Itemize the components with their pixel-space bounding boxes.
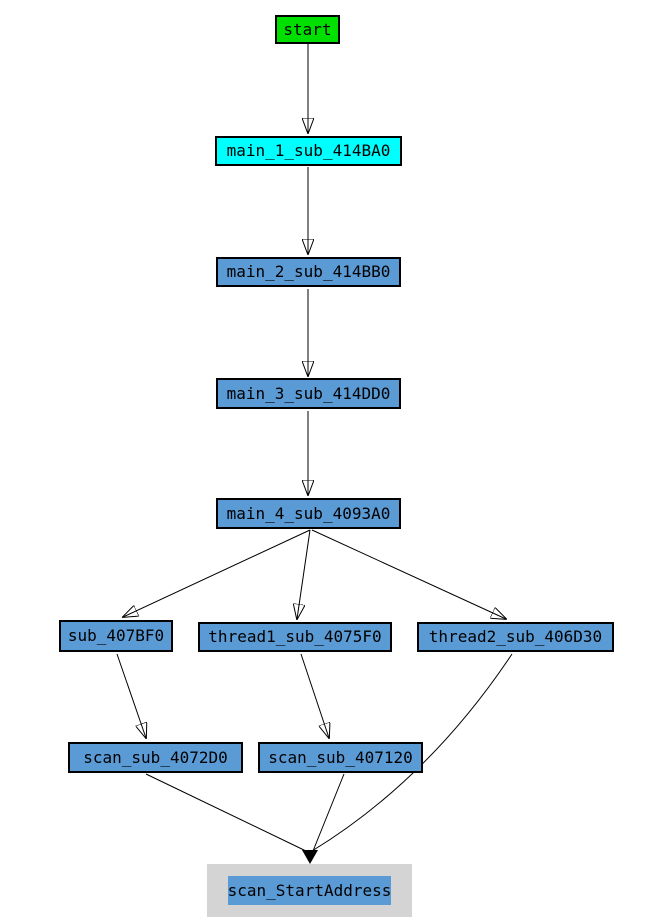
converged-arrowhead — [302, 850, 318, 864]
node-scan_StartAddress[interactable]: scan_StartAddress — [228, 876, 391, 905]
edge-sub407BF0-scan4072D0 — [116, 653, 146, 738]
edge-main4-thread2 — [311, 529, 506, 619]
node-scan_sub_4072D0[interactable]: scan_sub_4072D0 — [68, 742, 243, 773]
edge-scan4072D0-scanStartAddress — [145, 773, 307, 852]
edge-main4-sub407BF0 — [123, 529, 311, 617]
node-main_3_sub_414DD0[interactable]: main_3_sub_414DD0 — [216, 378, 401, 409]
node-start[interactable]: start — [275, 15, 340, 44]
node-thread2_sub_406D30[interactable]: thread2_sub_406D30 — [417, 622, 614, 652]
edge-thread1-scan407120 — [300, 653, 329, 738]
selection-halo-scan_StartAddress: scan_StartAddress — [207, 864, 412, 917]
node-main_2_sub_414BB0[interactable]: main_2_sub_414BB0 — [216, 257, 401, 287]
node-scan_sub_407120[interactable]: scan_sub_407120 — [258, 742, 423, 773]
node-sub_407BF0[interactable]: sub_407BF0 — [59, 620, 173, 652]
node-main_4_sub_4093A0[interactable]: main_4_sub_4093A0 — [216, 498, 401, 529]
node-main_1_sub_414BA0[interactable]: main_1_sub_414BA0 — [215, 136, 402, 166]
edge-main4-thread1 — [297, 529, 311, 619]
edge-scan407120-scanStartAddress — [312, 773, 345, 852]
node-thread1_sub_4075F0[interactable]: thread1_sub_4075F0 — [198, 622, 392, 652]
